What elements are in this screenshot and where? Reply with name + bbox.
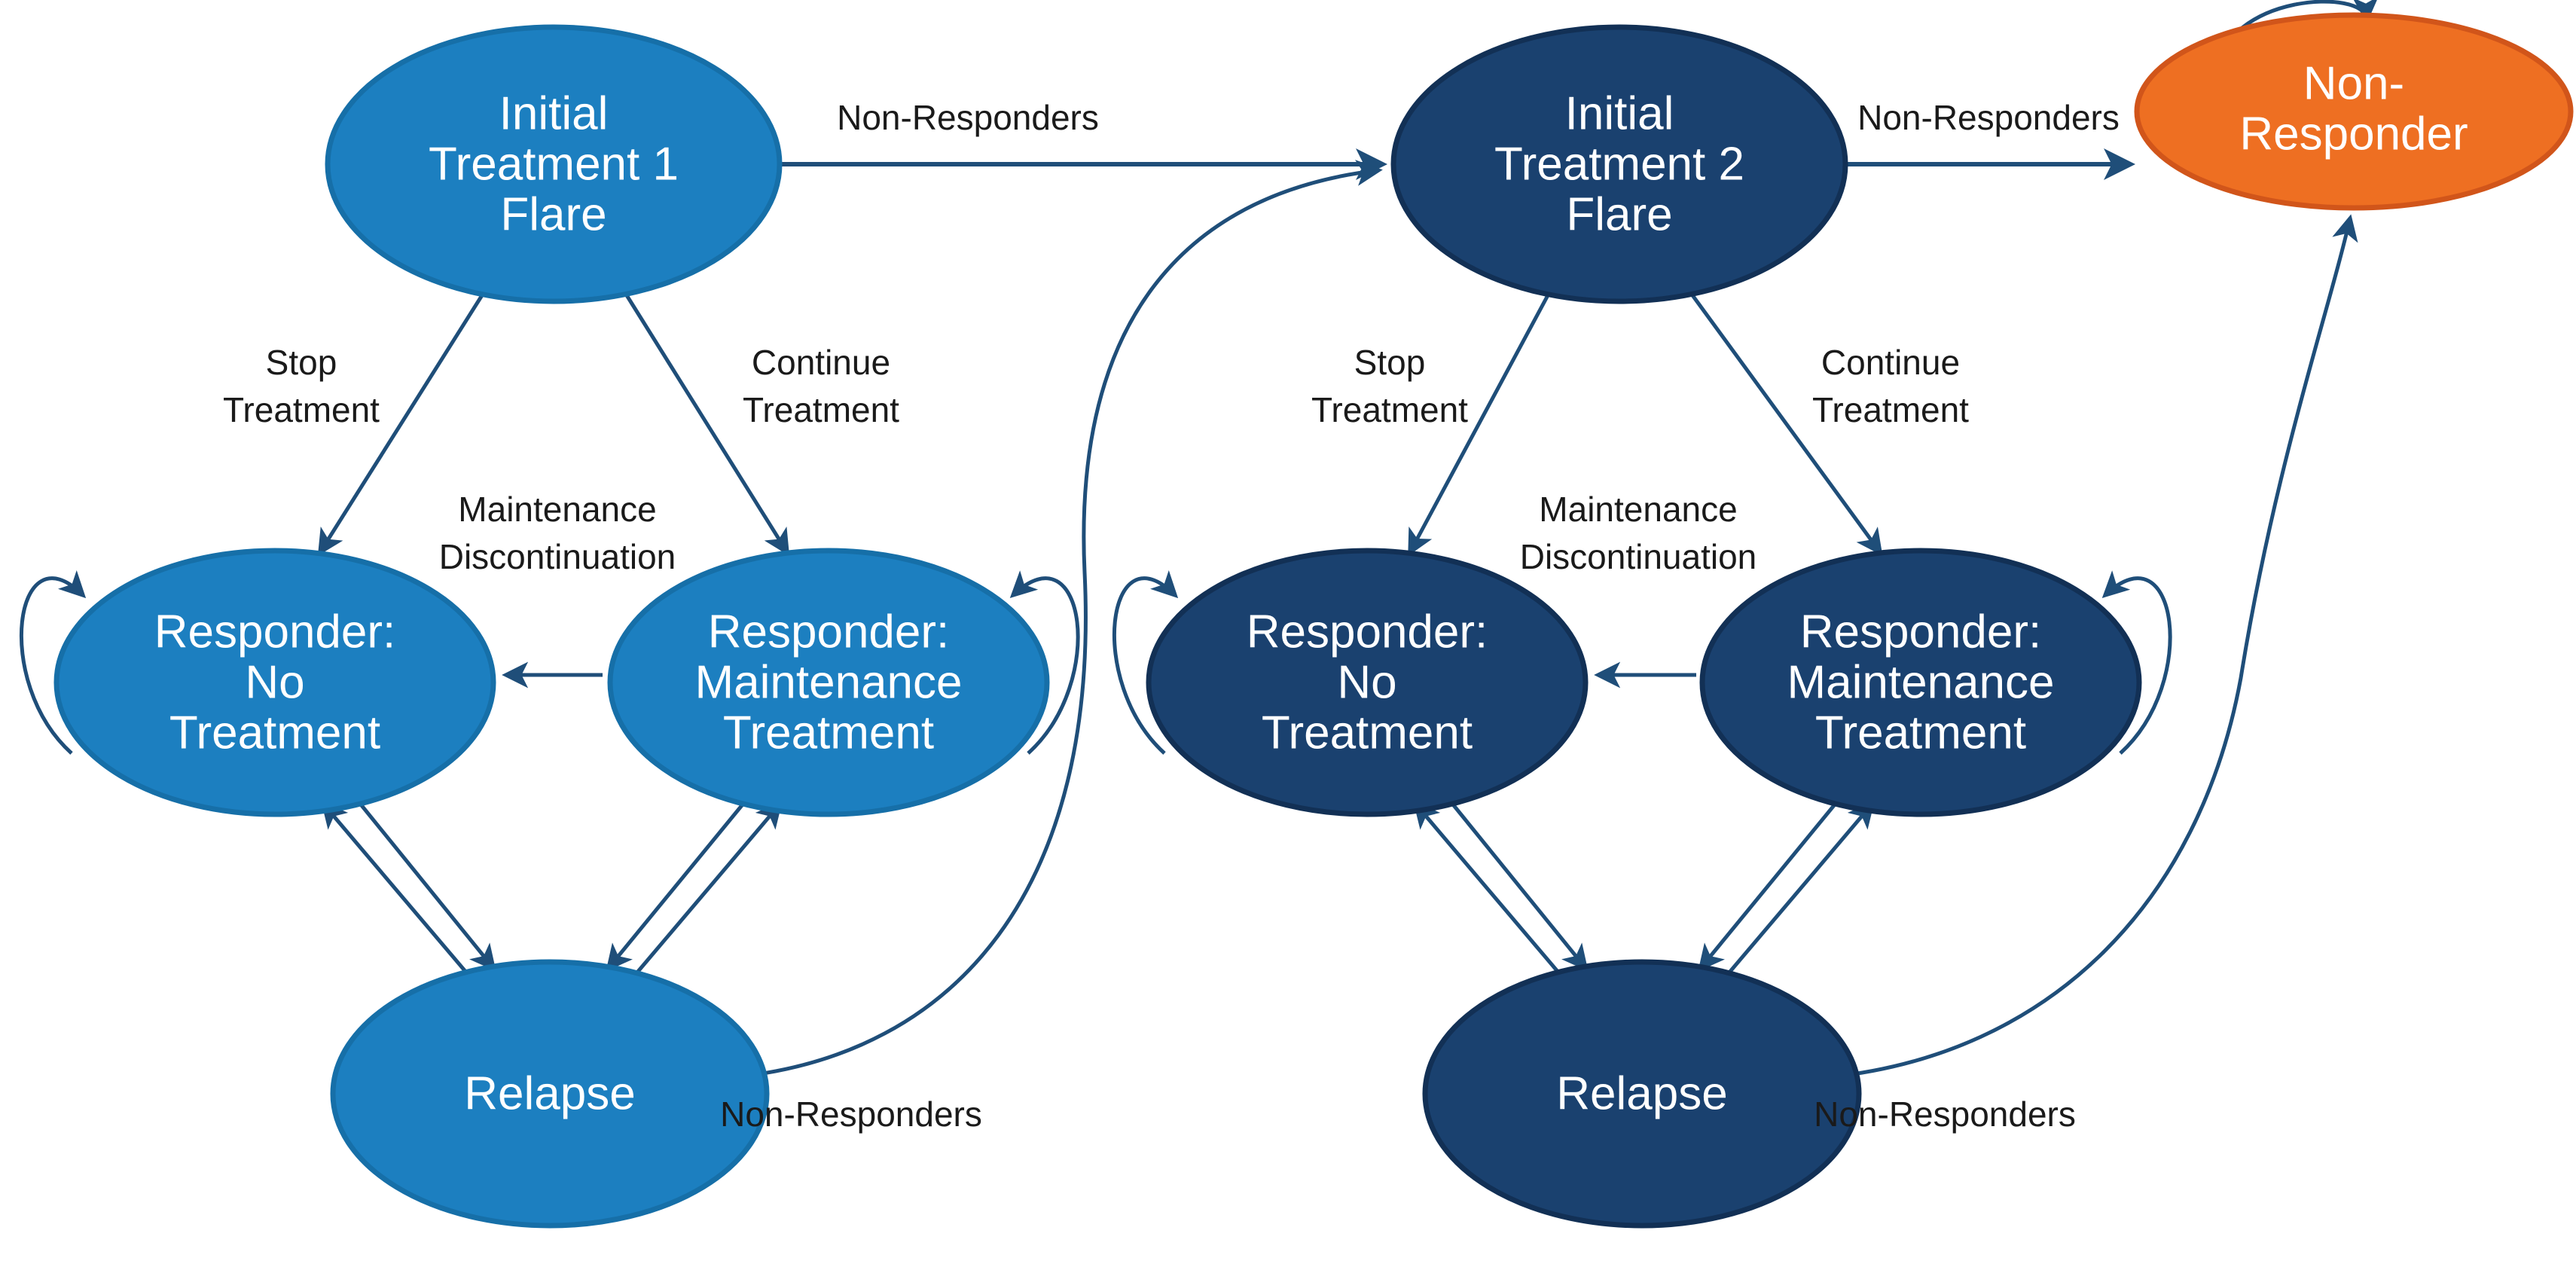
edge-label-t2-maint-disc-line1: Maintenance — [1539, 490, 1737, 529]
node-label-line: Responder: — [1247, 606, 1488, 658]
edge-relapse-to-respmaint — [635, 801, 783, 975]
edge-group-treatment-1 — [19, 148, 1387, 1079]
node-label-line: Treatment 2 — [1494, 138, 1744, 190]
edge-label-t2-continue-line2: Treatment — [1812, 390, 1969, 429]
node-shape-ellipse — [1146, 548, 1589, 817]
edge-t1flare-to-respno — [317, 294, 484, 556]
edge-t2relapse-to-respmaint — [1727, 801, 1875, 975]
node-shape-ellipse — [53, 548, 496, 817]
node-t2-responder-maintenance-treatment[interactable]: Responder: Maintenance Treatment — [1699, 548, 2142, 817]
node-shape-ellipse — [330, 959, 770, 1229]
node-group: Initial Treatment 1 Flare Responder: No … — [53, 12, 2574, 1229]
node-label-line: Flare — [1566, 188, 1672, 240]
edge-label-t2-stop-line2: Treatment — [1311, 390, 1468, 429]
edge-label-t2relapse-to-nonresponder: Non-Responders — [1814, 1095, 2076, 1134]
edge-t2relapse-to-respno — [1413, 801, 1561, 975]
node-label-line: Relapse — [464, 1067, 635, 1119]
edge-label-t2-maint-disc-line2: Discontinuation — [1520, 537, 1757, 576]
edge-respno-self-loop — [19, 570, 87, 755]
node-t1-responder-maintenance-treatment[interactable]: Responder: Maintenance Treatment — [607, 548, 1050, 817]
node-label-line: Flare — [500, 188, 606, 240]
edge-t1flare-to-respmaint — [624, 294, 790, 556]
edge-t2respmaint-self-loop — [2101, 570, 2172, 755]
edge-t2respmaint-to-relapse — [1698, 799, 1839, 972]
node-shape-ellipse — [607, 548, 1050, 817]
node-label-line: Treatment — [723, 707, 934, 759]
node-label-line: Non- — [2303, 57, 2404, 109]
node-t1-responder-no-treatment[interactable]: Responder: No Treatment — [53, 548, 496, 817]
node-t2-responder-no-treatment[interactable]: Responder: No Treatment — [1146, 548, 1589, 817]
edge-t2relapse-to-nonresponder — [1828, 214, 2358, 1079]
node-t1-relapse[interactable]: Relapse — [330, 959, 770, 1229]
edge-label-t2-to-nonresponder: Non-Responders — [1857, 98, 2120, 137]
node-t2-relapse[interactable]: Relapse — [1422, 959, 1862, 1229]
node-shape-ellipse — [325, 24, 783, 304]
edge-label-t1-maint-disc-line2: Discontinuation — [439, 537, 676, 576]
edge-label-t1-stop-line1: Stop — [266, 343, 337, 382]
edge-label-t2-stop-line1: Stop — [1354, 343, 1426, 382]
edge-label-t1-stop-line2: Treatment — [223, 390, 380, 429]
edge-group-treatment-2 — [1112, 0, 2379, 1079]
node-label-line: Treatment — [1815, 707, 2026, 759]
node-initial-treatment-1-flare[interactable]: Initial Treatment 1 Flare — [325, 24, 783, 304]
edge-t2flare-to-respmaint — [1690, 294, 1883, 556]
edge-label-t1relapse-to-t2: Non-Responders — [720, 1095, 982, 1134]
edge-respno-to-relapse — [356, 799, 496, 972]
node-label-line: Responder: — [1800, 606, 2042, 658]
edge-t2respno-to-relapse — [1448, 799, 1589, 972]
node-label-line: Initial — [1565, 87, 1674, 139]
edge-t1relapse-to-t2flare — [734, 160, 1383, 1079]
node-non-responder[interactable]: Non- Responder — [2134, 12, 2574, 211]
edge-label-group: Non-Responders Non-Responders Stop Treat… — [223, 98, 2120, 1134]
node-shape-ellipse — [1390, 24, 1848, 304]
edge-label-t2-continue-line1: Continue — [1821, 343, 1960, 382]
edge-label-t1-to-t2: Non-Responders — [837, 98, 1099, 137]
node-initial-treatment-2-flare[interactable]: Initial Treatment 2 Flare — [1390, 24, 1848, 304]
edge-label-t1-maint-disc-line1: Maintenance — [458, 490, 656, 529]
node-label-line: Maintenance — [694, 656, 962, 708]
node-label-line: Initial — [499, 87, 609, 139]
edge-respmaint-to-relapse — [606, 799, 747, 972]
node-label-line: Treatment — [169, 707, 380, 759]
node-label-line: Maintenance — [1787, 656, 2054, 708]
node-shape-ellipse — [1422, 959, 1862, 1229]
edge-relapse-to-respno — [321, 801, 469, 975]
edge-label-t1-continue-line1: Continue — [752, 343, 890, 382]
node-label-line: Responder — [2239, 108, 2468, 160]
node-label-line: No — [245, 656, 304, 708]
edge-t2respno-self-loop — [1112, 570, 1179, 755]
node-label-line: Treatment — [1262, 707, 1473, 759]
edge-t2flare-to-respno — [1408, 294, 1550, 557]
node-label-line: Relapse — [1556, 1067, 1727, 1119]
node-label-line: Responder: — [154, 606, 396, 658]
node-label-line: Responder: — [708, 606, 950, 658]
node-label-line: No — [1337, 656, 1396, 708]
node-label-line: Treatment 1 — [429, 138, 679, 190]
edge-respmaint-self-loop — [1009, 570, 1080, 755]
node-shape-ellipse — [1699, 548, 2142, 817]
node-shape-ellipse — [2134, 12, 2574, 211]
edge-label-t1-continue-line2: Treatment — [743, 390, 899, 429]
